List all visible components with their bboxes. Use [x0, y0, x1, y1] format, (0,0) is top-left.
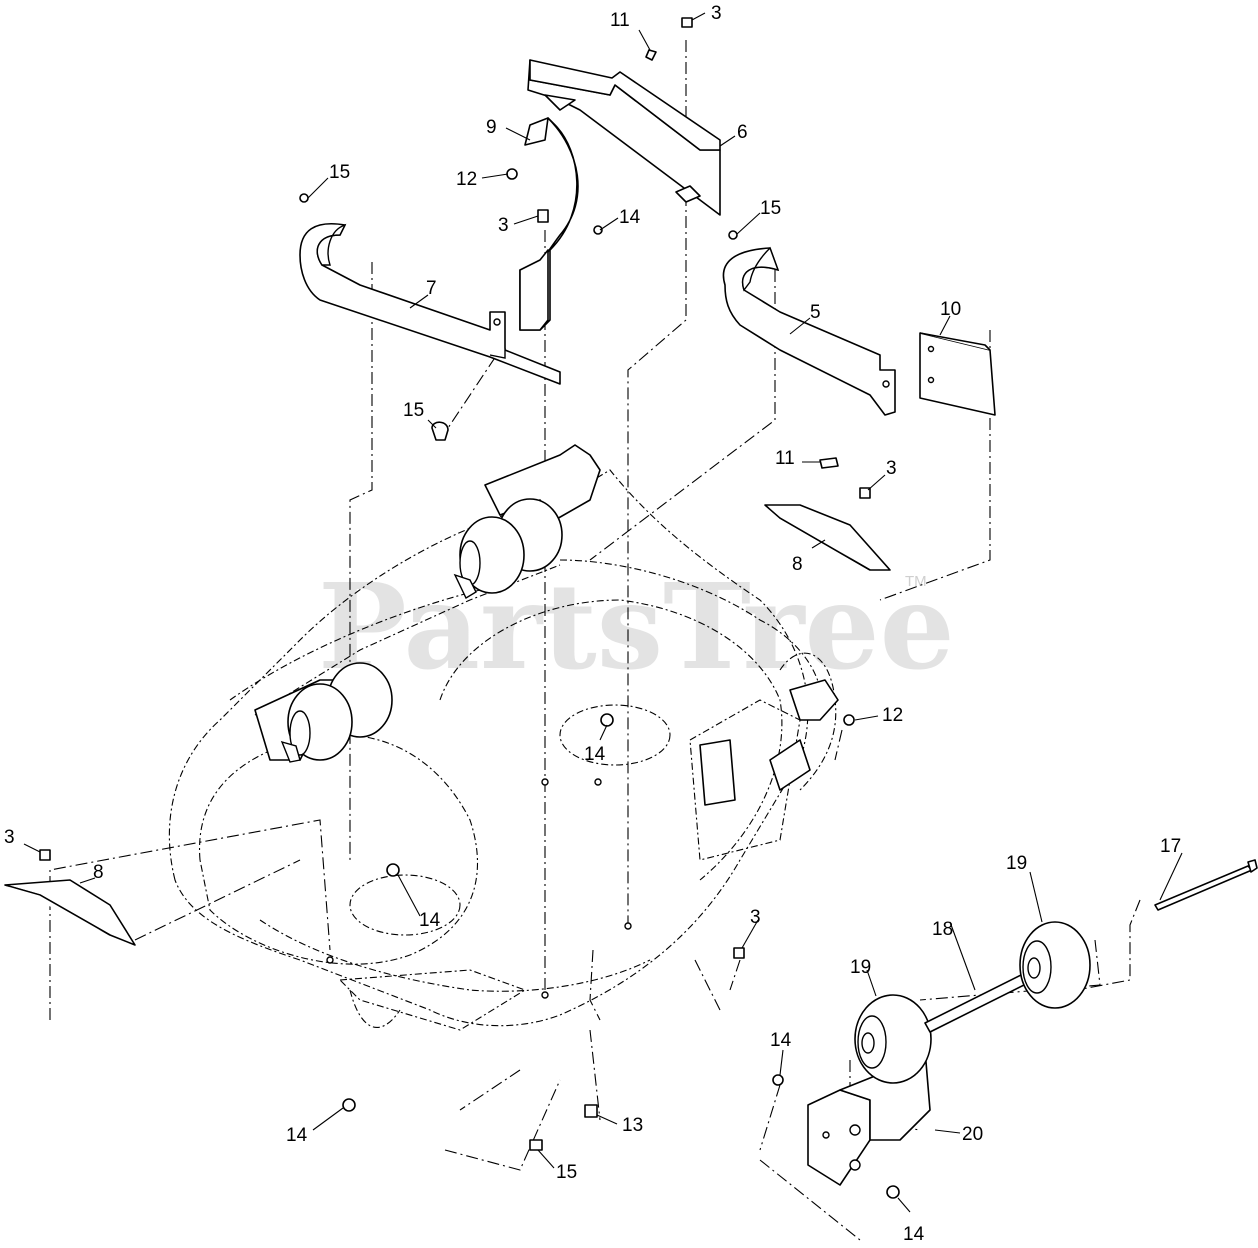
callout-15-left: 15: [329, 162, 350, 183]
bolt-3-mid: [537, 209, 549, 223]
callout-17: 17: [1160, 836, 1181, 857]
nut-12-top: [506, 168, 518, 180]
part-18-axle: [924, 972, 1031, 1033]
callout-3-right: 3: [886, 458, 897, 479]
callout-15-bottom: 15: [556, 1162, 577, 1183]
callout-3-left: 3: [4, 827, 15, 848]
callout-15-mid: 15: [403, 400, 424, 421]
callout-5: 5: [810, 302, 821, 323]
part-8-skid-right: [764, 504, 891, 571]
caster-lower: [254, 662, 393, 763]
caster-wheels: [854, 859, 1258, 1084]
nut-14-bottom-left: [342, 1098, 356, 1112]
bolt-3-right: [859, 487, 871, 499]
washer-14-top: [593, 225, 603, 235]
deck-bracket-right: [699, 679, 839, 806]
callout-14-bottom-right: 14: [903, 1224, 925, 1245]
nut-14-deck: [386, 863, 400, 877]
part-5-arm: [722, 246, 896, 416]
callout-13: 13: [622, 1115, 643, 1136]
watermark: PartsTree TM: [318, 557, 955, 696]
callout-15-right: 15: [760, 198, 781, 219]
watermark-trademark: TM: [905, 573, 927, 590]
callout-3-mid: 3: [498, 215, 509, 236]
nut-14-bottom-right: [886, 1185, 900, 1199]
callout-6: 6: [737, 122, 748, 143]
callout-10: 10: [940, 299, 961, 320]
callout-18: 18: [932, 919, 953, 940]
bolt-13: [584, 1104, 598, 1118]
bolt-15-left: [299, 193, 309, 203]
nut-14-center: [600, 713, 614, 727]
bolt-11-top: [645, 49, 657, 61]
callout-12-right: 12: [882, 705, 903, 726]
part-7-arm: [299, 223, 561, 385]
part-8-skid-left: [4, 879, 136, 946]
bolt-15-bottom: [529, 1139, 543, 1151]
watermark-brand: PartsTree: [318, 557, 955, 696]
cap-15-mid: [431, 421, 449, 441]
callout-9: 9: [486, 117, 497, 138]
part-6-bracket: [527, 59, 721, 216]
bolt-3-lower: [733, 947, 745, 959]
nut-12-right: [843, 714, 855, 726]
callout-7: 7: [426, 278, 437, 299]
callout-14-bottom-left: 14: [286, 1125, 308, 1146]
callout-3-top: 3: [711, 3, 722, 24]
callout-14-center: 14: [584, 744, 606, 765]
callout-3-lower: 3: [750, 907, 761, 928]
callout-11-top: 11: [610, 10, 630, 31]
callout-19-left: 19: [850, 957, 871, 978]
callout-19-right: 19: [1006, 853, 1027, 874]
bolt-15-right: [728, 230, 738, 240]
callout-14-deck: 14: [419, 910, 441, 931]
caster-upper: [453, 444, 601, 599]
nut-14-bracket: [772, 1074, 784, 1086]
callout-14-bracket: 14: [770, 1030, 792, 1051]
part-9-strap: [519, 117, 579, 331]
bolt-11-mid: [819, 457, 839, 469]
callout-8-left: 8: [93, 862, 104, 883]
hardware: [39, 17, 900, 1199]
callout-20: 20: [962, 1124, 983, 1145]
part-10-plate: [919, 332, 996, 416]
callout-11-mid: 11: [775, 448, 795, 469]
bolt-3-top: [681, 17, 693, 28]
bolt-3-left: [39, 849, 51, 861]
part-17-bolt: [1154, 865, 1253, 911]
callout-14-top: 14: [619, 207, 641, 228]
callout-12-top: 12: [456, 169, 477, 190]
callout-8-right: 8: [792, 554, 803, 575]
callouts: 3 11 6 9 12 15 3 14 15 7 5 10 15 11 3 8 …: [4, 3, 1181, 1245]
callout-leaders: [23, 12, 1183, 1213]
